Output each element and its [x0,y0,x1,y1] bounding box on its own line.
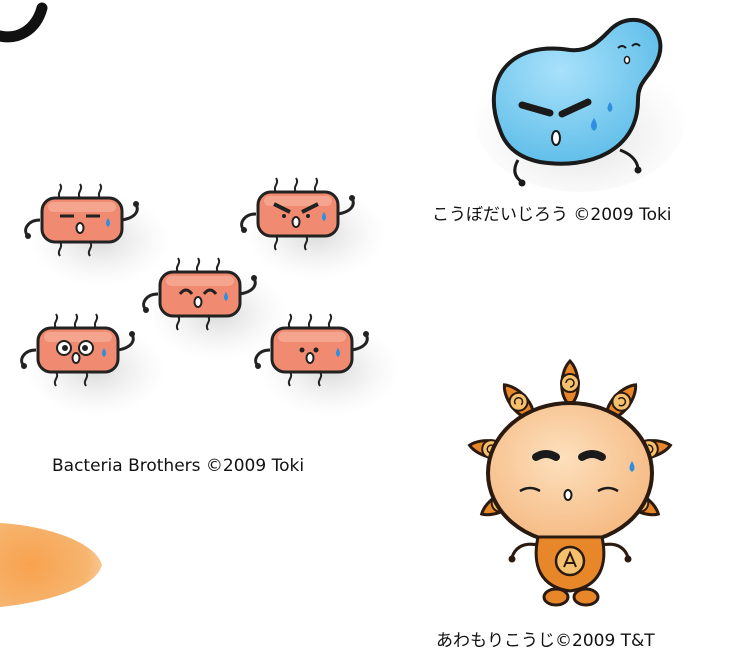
yeast-caption: こうぼだいじろう ©2009 Toki [432,205,672,225]
bacteria-character-icon [19,176,402,418]
orange-blob-decoration [0,523,102,607]
bacteria-caption: Bacteria Brothers ©2009 Toki [52,456,305,476]
koji-character-icon [466,359,674,607]
koji-caption: あわもりこうじ©2009 T&T [436,631,655,651]
corner-curve-fragment [0,2,48,43]
bacteria-group [0,170,420,440]
yeast-character-icon [475,18,685,192]
